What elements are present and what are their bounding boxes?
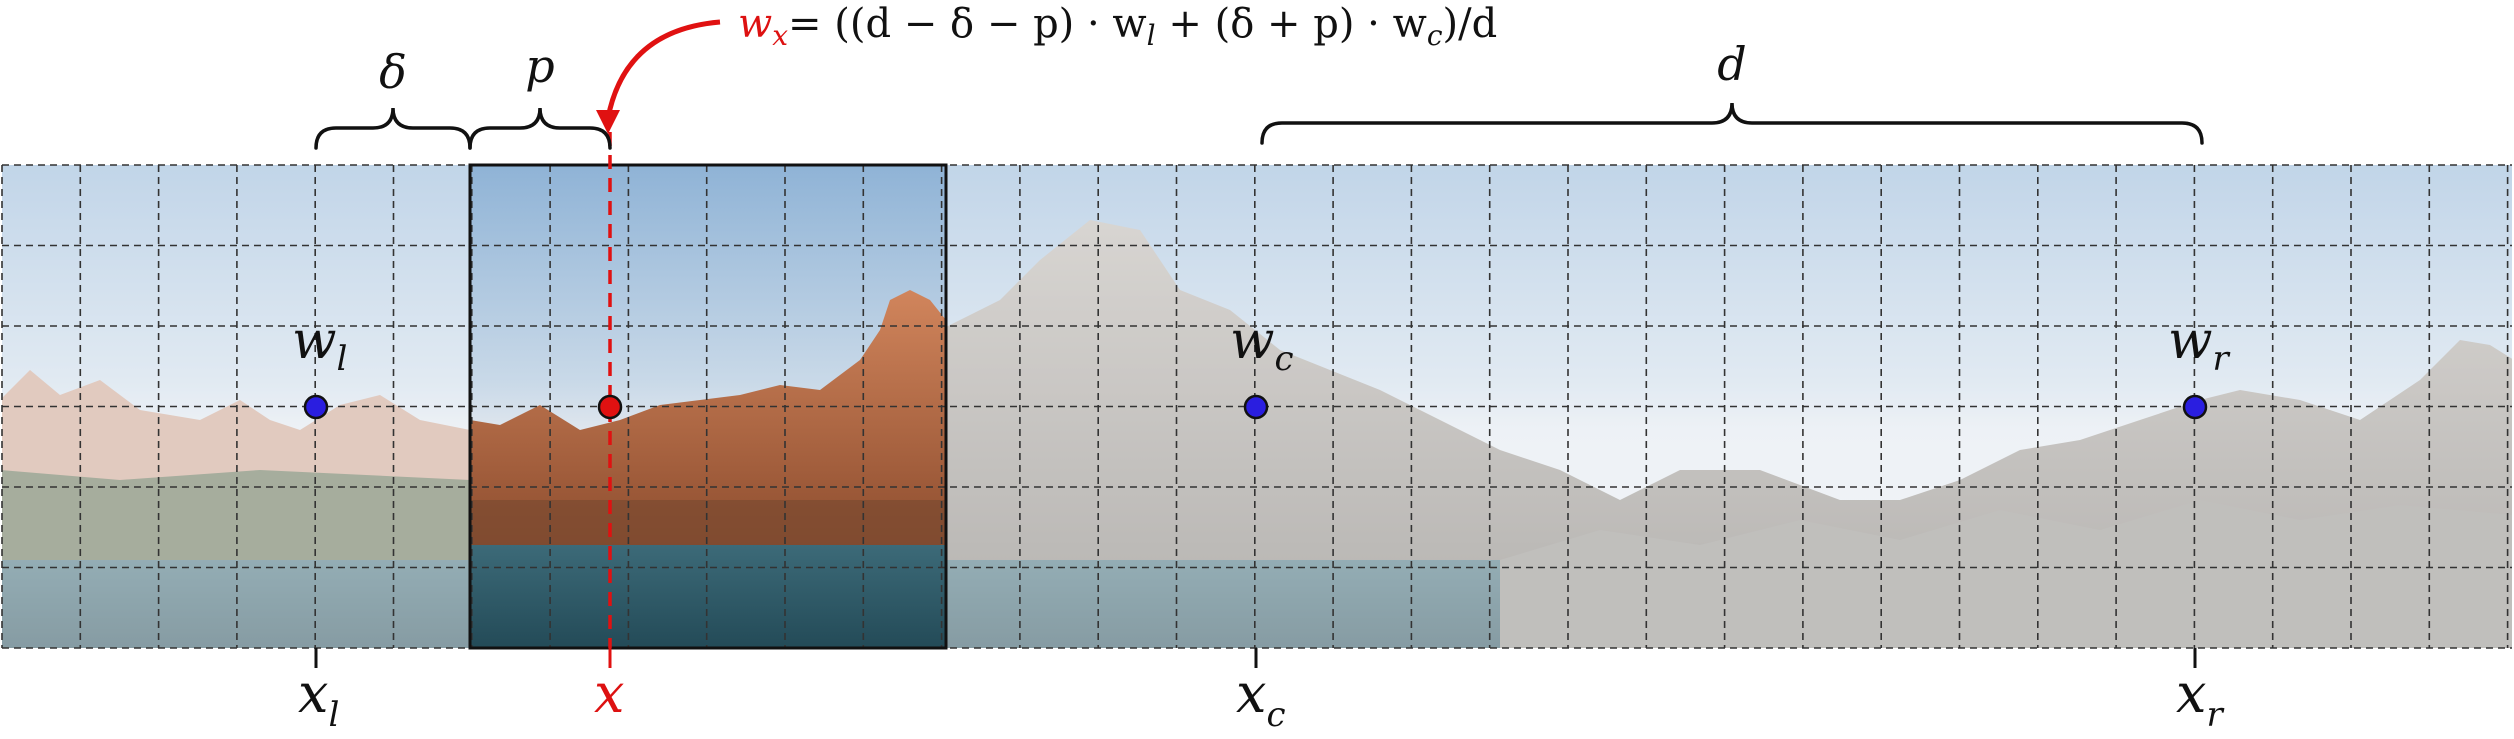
label-xl: xl	[298, 662, 339, 735]
grid-lines	[1, 164, 2512, 649]
label-wr: wr	[2168, 311, 2231, 379]
focus-window-image	[470, 165, 946, 648]
label-p: p	[525, 39, 554, 93]
point-wl	[303, 394, 329, 420]
brace-p	[468, 107, 612, 150]
label-d: d	[1717, 37, 1746, 91]
label-delta: δ	[379, 45, 407, 99]
label-wc: wc	[1230, 311, 1294, 379]
focus-window-frame	[468, 163, 948, 650]
point-wx	[597, 394, 623, 420]
point-wr	[2182, 394, 2208, 420]
formula-arrowhead	[596, 110, 620, 134]
brace-d	[1260, 102, 2204, 145]
formula: wx= ((d − δ − p) · wl + (δ + p) · wc)/d	[738, 1, 1497, 52]
label-wl: wl	[292, 311, 347, 379]
brace-delta	[314, 107, 472, 150]
label-xr: xr	[2176, 662, 2224, 735]
point-wc	[1243, 394, 1269, 420]
braces	[314, 102, 2204, 150]
label-xc: xc	[1236, 662, 1286, 735]
tick-marks	[314, 648, 2197, 668]
label-x: x	[594, 662, 624, 725]
formula-arrow	[605, 19, 721, 119]
